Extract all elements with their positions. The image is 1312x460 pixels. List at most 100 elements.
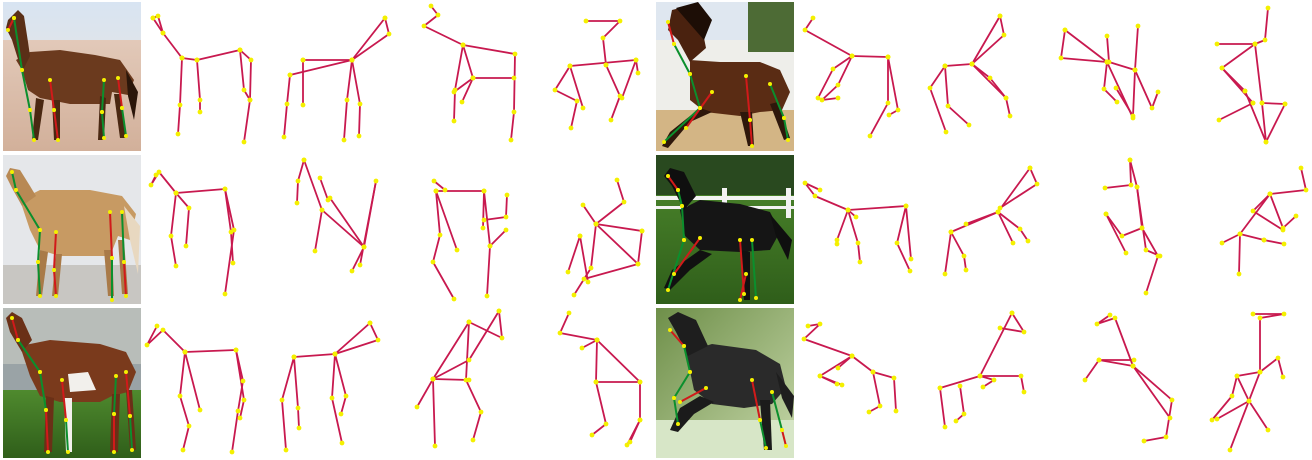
bone [1152, 92, 1158, 108]
bone [1061, 30, 1065, 58]
joint-dot [1266, 428, 1271, 433]
joint-dot [575, 99, 580, 104]
joint-dot [572, 293, 577, 298]
joint-dot [609, 118, 614, 123]
bone [1266, 104, 1285, 142]
joint-dot [601, 36, 606, 41]
joint-dot [339, 412, 344, 417]
joint-dot [436, 13, 441, 18]
bone [1133, 366, 1170, 418]
joint-dot [988, 76, 993, 81]
joint-dot [1108, 313, 1113, 318]
overlay-joint [688, 72, 692, 76]
bone [596, 382, 606, 424]
bone [463, 45, 515, 54]
joint-dot [296, 179, 301, 184]
bone [178, 105, 180, 134]
joint-dot [280, 398, 285, 403]
bone [335, 340, 378, 354]
bone [332, 354, 335, 398]
joint-dot [223, 292, 228, 297]
overlay-joint [120, 210, 124, 214]
joint-dot [594, 380, 599, 385]
bone [244, 100, 250, 142]
bone [1146, 256, 1158, 293]
joint-dot [1004, 96, 1009, 101]
overlay-joint [672, 42, 676, 46]
joint-dot [161, 328, 166, 333]
joint-dot [1164, 435, 1169, 440]
joint-dot [174, 191, 179, 196]
joint-dot [594, 222, 599, 227]
skeleton-r3-v5 [802, 322, 899, 415]
joint-dot [1266, 6, 1271, 11]
joint-dot [962, 254, 967, 259]
joint-dot [1168, 416, 1173, 421]
overlay-joint [710, 90, 714, 94]
joint-dot [461, 43, 466, 48]
joint-dot [485, 294, 490, 299]
joint-dot [1131, 364, 1136, 369]
joint-dot [284, 448, 289, 453]
joint-dot [895, 241, 900, 246]
bone [1222, 234, 1240, 243]
joint-dot [604, 63, 609, 68]
joint-dot [471, 438, 476, 443]
bone [1260, 358, 1278, 372]
joint-dot [452, 90, 457, 95]
bone [433, 235, 440, 262]
joint-dot [943, 425, 948, 430]
bone [870, 103, 888, 136]
joint-dot [1129, 183, 1134, 188]
joint-dot [320, 208, 325, 213]
overlay-joint [754, 296, 758, 300]
joint-dot [1228, 448, 1233, 453]
bone [606, 65, 620, 96]
joint-dot [358, 102, 363, 107]
bone [487, 246, 490, 296]
skeleton-r2-v8 [1220, 166, 1309, 277]
joint-dot [318, 176, 323, 181]
joint-dot [803, 181, 808, 186]
joint-dot [818, 188, 823, 193]
joint-dot [1264, 140, 1269, 145]
skeleton-r3-v3 [415, 309, 505, 449]
joint-dot [831, 67, 836, 72]
joint-dot [497, 309, 502, 314]
joint-dot [1253, 42, 1258, 47]
joint-dot [187, 424, 192, 429]
joint-dot [198, 110, 203, 115]
bone [1237, 372, 1260, 376]
bone [424, 26, 463, 45]
joint-dot [1282, 312, 1287, 317]
overlay-joint [44, 408, 48, 412]
joint-dot [452, 119, 457, 124]
overlay-joint [750, 378, 754, 382]
joint-dot [471, 76, 476, 81]
bone [1249, 401, 1268, 430]
overlay-joint [704, 386, 708, 390]
bone [940, 388, 945, 427]
joint-dot [894, 409, 899, 414]
joint-dot [944, 130, 949, 135]
skeleton-r2-v4 [566, 178, 645, 298]
photo-r3-g1 [3, 308, 141, 458]
bone [171, 236, 176, 266]
joint-dot [1135, 185, 1140, 190]
bone [1240, 234, 1264, 240]
joint-dot [835, 382, 840, 387]
skeleton-r2-v2 [295, 158, 379, 274]
joint-dot [161, 31, 166, 36]
overlay-joint [750, 144, 754, 148]
joint-dot [1263, 38, 1268, 43]
joint-dot [1104, 212, 1109, 217]
bone [852, 356, 873, 372]
bone [360, 181, 376, 265]
joint-dot [345, 98, 350, 103]
joint-dot [1276, 356, 1281, 361]
overlay-joint [28, 108, 32, 112]
joint-dot [282, 135, 287, 140]
joint-dot [836, 96, 841, 101]
bone [597, 340, 640, 382]
